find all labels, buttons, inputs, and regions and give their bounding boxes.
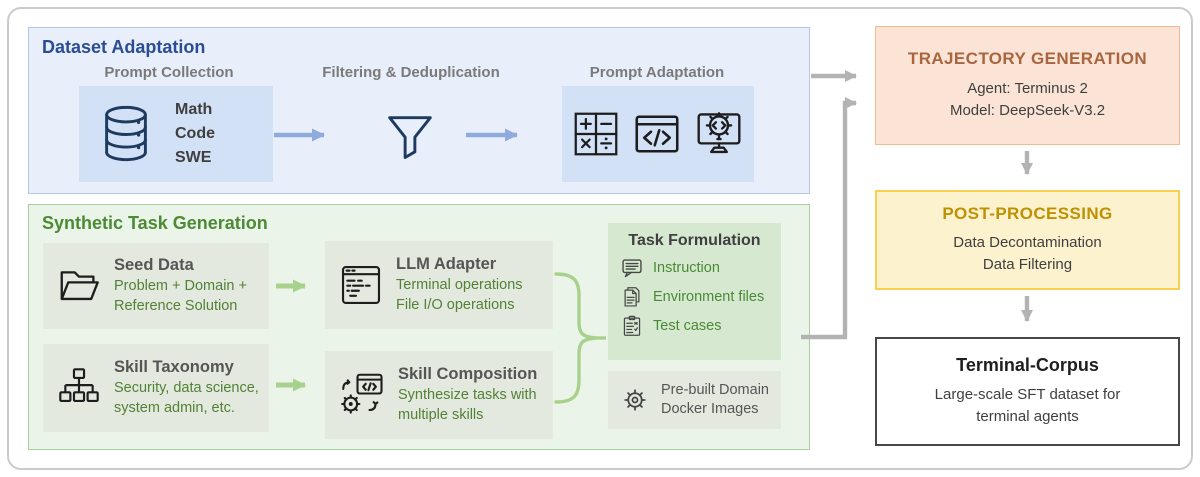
task-formulation-item: Environment files (621, 286, 781, 308)
figure-border (7, 7, 1193, 470)
terminal-corpus-line1: Large-scale SFT dataset for (934, 386, 1121, 404)
trajectory-agent: Agent: Terminus 2 (967, 80, 1088, 98)
llm-adapter-title: LLM Adapter (396, 255, 497, 274)
task-formulation-box: Task Formulation Instruction (608, 223, 781, 360)
seed-data-card: Seed Data Problem + Domain + Reference S… (43, 243, 269, 329)
task-formulation-title: Task Formulation (628, 232, 761, 249)
gear-icon (624, 389, 646, 411)
synthetic-task-generation-section: Synthetic Task Generation Seed Data Prob… (28, 204, 810, 450)
skill-composition-sub: Synthesize tasks with multiple skills (398, 387, 537, 423)
code-window-icon (635, 115, 679, 153)
section-title-synthetic-task-generation: Synthetic Task Generation (42, 213, 268, 233)
post-processing-title: POST-PROCESSING (942, 204, 1113, 224)
gear-code-icon (341, 373, 383, 414)
prompt-adaptation-card (562, 86, 754, 182)
skill-taxonomy-sub: Security, data science, system admin, et… (114, 380, 259, 416)
terminal-corpus-line2: terminal agents (976, 408, 1079, 425)
section-title-dataset-adaptation: Dataset Adaptation (42, 37, 206, 57)
seed-data-sub: Problem + Domain + Reference Solution (114, 278, 247, 314)
database-icon (105, 105, 147, 162)
docker-images-card: Pre-built Domain Docker Images (608, 371, 781, 429)
docker-images-label: Pre-built Domain Docker Images (661, 382, 769, 417)
label-prompt-collection: Prompt Collection (104, 64, 234, 81)
taxonomy-icon (59, 368, 99, 403)
task-formulation-item: Test cases (621, 315, 781, 337)
terminal-window-icon (341, 265, 381, 305)
speech-bubble-icon (622, 259, 642, 278)
funnel-icon (388, 116, 432, 159)
label-filtering-deduplication: Filtering & Deduplication (322, 64, 500, 81)
label-prompt-adaptation: Prompt Adaptation (589, 64, 725, 81)
terminal-corpus-title: Terminal-Corpus (956, 355, 1099, 376)
seed-data-title: Seed Data (114, 256, 194, 275)
task-formulation-item: Instruction (621, 257, 781, 279)
skill-composition-title: Skill Composition (398, 365, 538, 384)
clipboard-icon (623, 315, 641, 336)
trajectory-model: Model: DeepSeek-V3.2 (949, 102, 1106, 119)
trajectory-generation-title: TRAJECTORY GENERATION (907, 49, 1148, 69)
monitor-gear-icon (697, 112, 741, 154)
terminal-corpus-box: Terminal-Corpus Large-scale SFT dataset … (875, 337, 1180, 446)
post-processing-line2: Data Filtering (982, 256, 1073, 273)
dataset-adaptation-section: Dataset Adaptation Prompt Collection Fil… (28, 27, 810, 194)
llm-adapter-sub: Terminal operations File I/O operations (396, 277, 523, 313)
post-processing-line1: Data Decontamination (953, 234, 1102, 252)
prompt-collection-items: Math Code SWE (175, 101, 215, 166)
llm-adapter-card: LLM Adapter Terminal operations File I/O… (325, 241, 553, 329)
trajectory-generation-box: TRAJECTORY GENERATION Agent: Terminus 2 … (875, 26, 1180, 145)
skill-taxonomy-card: Skill Taxonomy Security, data science, s… (43, 344, 269, 432)
post-processing-box: POST-PROCESSING Data Decontamination Dat… (875, 190, 1180, 290)
documents-icon (624, 287, 640, 307)
prompt-collection-card: Math Code SWE (79, 86, 273, 182)
math-grid-icon (574, 112, 618, 156)
skill-taxonomy-title: Skill Taxonomy (114, 358, 234, 377)
skill-composition-card: Skill Composition Synthesize tasks with … (325, 351, 553, 439)
folder-icon (60, 271, 99, 301)
